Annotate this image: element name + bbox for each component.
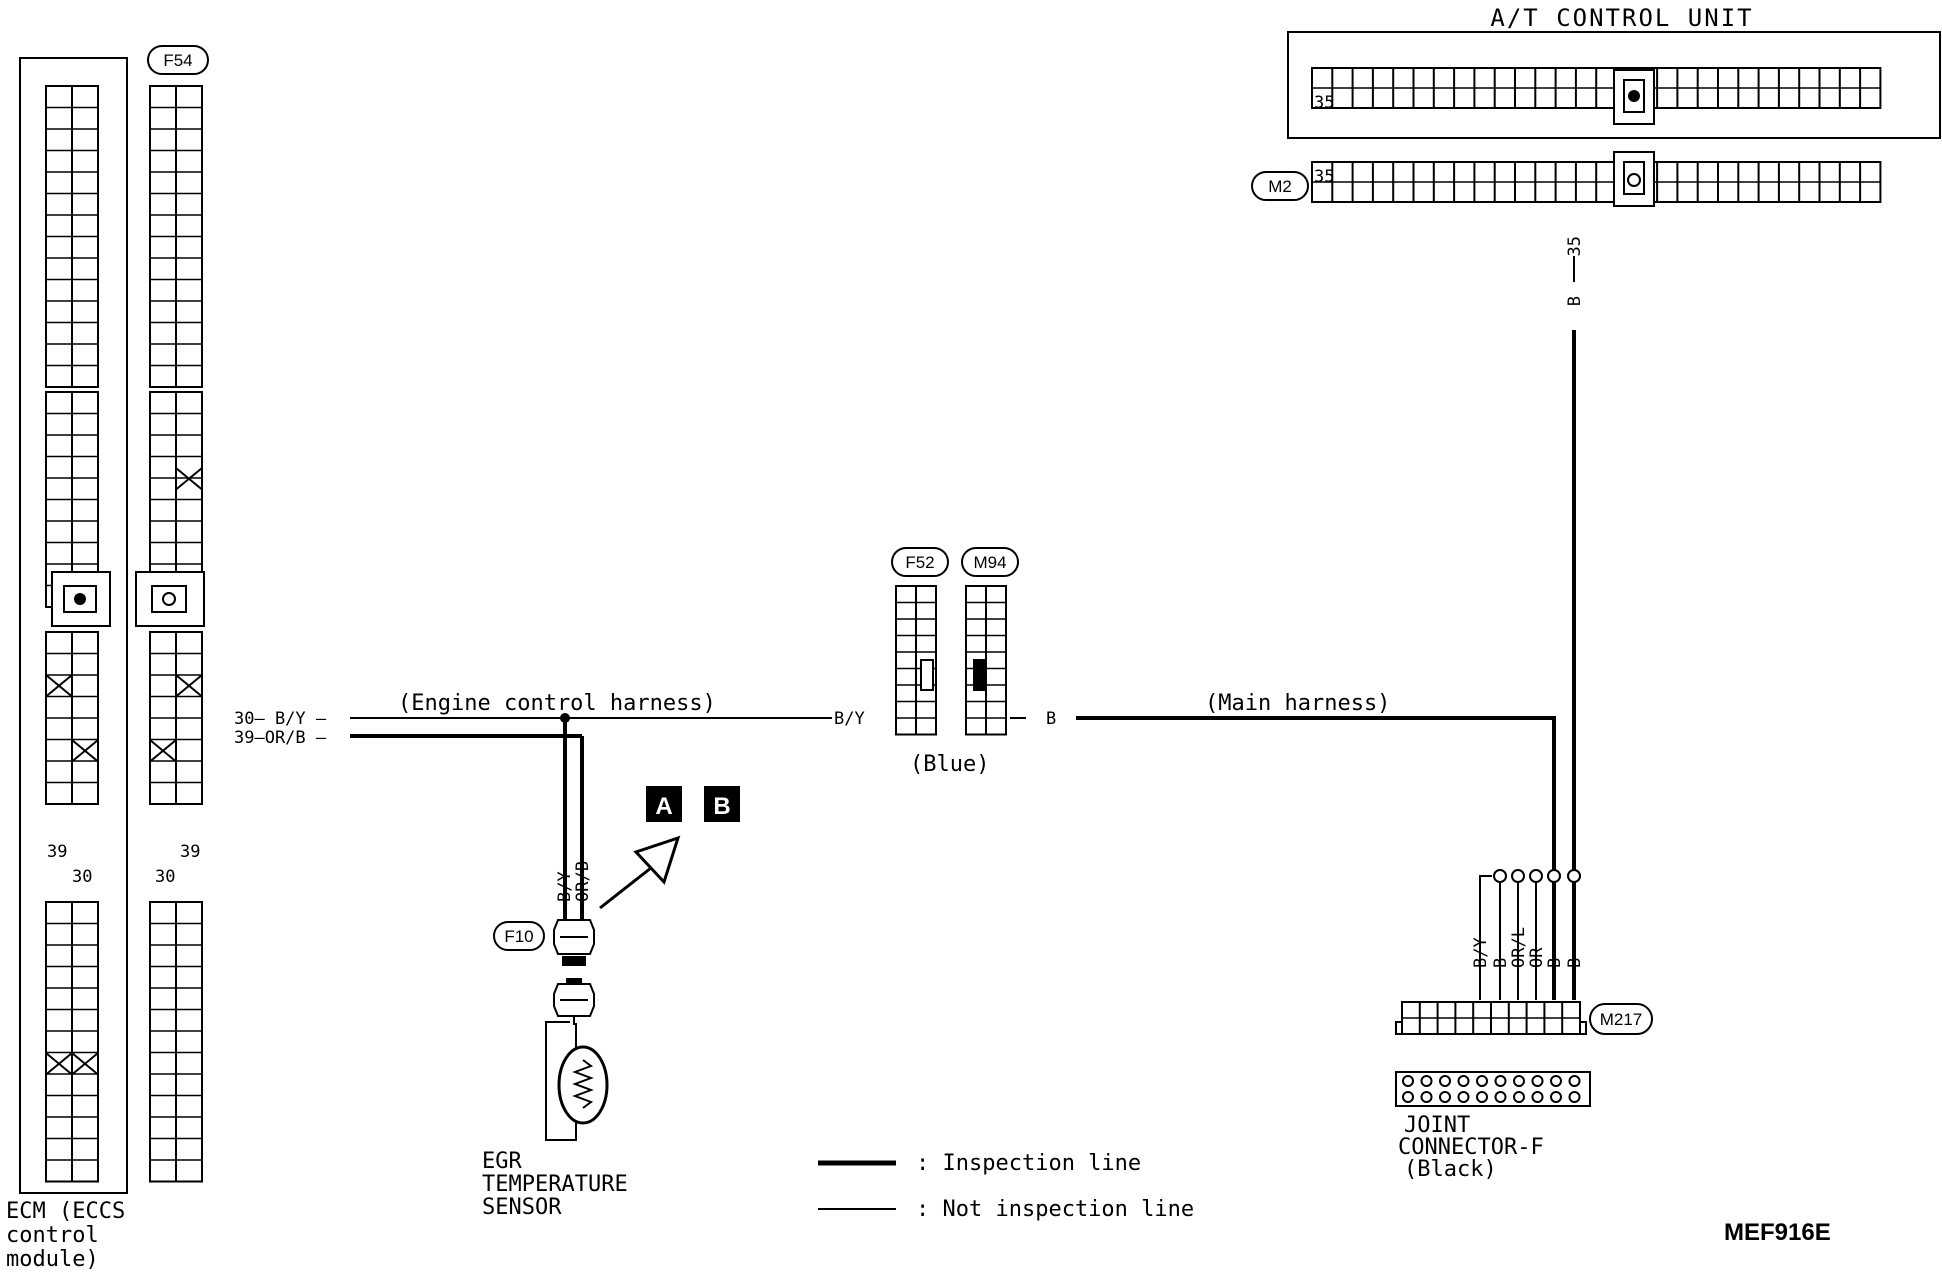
joint-wire-label: B [1565,958,1585,968]
joint-wire-label: OR/L [1509,927,1529,968]
at-unit-pin-35-marker [1628,90,1640,102]
ecm-connector: 39 30 ECM (ECCS control module) [6,57,128,1272]
f54-connector: F54 39 30 [135,45,209,1183]
joint-label-line-1: JOINT [1404,1113,1470,1138]
egr-label-line-3: SENSOR [482,1195,562,1220]
joint-label-line-2: CONNECTOR-F [1398,1135,1544,1160]
wire-30-by-label: 30— B/Y — [234,709,327,729]
ecm-label-line-2: control [6,1223,99,1248]
egr-thermistor-bulb [557,1045,609,1125]
m94-wire-label: B [1046,709,1056,729]
f54-pin-marker-open [162,592,176,606]
joint-splice-circle [1567,869,1581,883]
m2-pin-35-marker [1627,173,1641,187]
vertical-wire-color: B [1565,296,1585,306]
joint-splice-circle [1547,869,1561,883]
reference-arrow [599,835,681,910]
wire-39-orb-label: 39—OR/B — [234,728,327,748]
code-box-b-letter: B [713,793,730,820]
ecm-label-line-3: module) [6,1247,99,1272]
joint-splice-circle [1511,869,1525,883]
egr-wire-by-label: B/Y [555,871,575,902]
joint-wire-label: B [1491,958,1511,968]
m2-tag: M2 [1268,177,1292,196]
f54-pin-30-label: 30 [155,867,175,887]
m94-tag: M94 [973,553,1006,572]
m2-connector: M2 35 [1251,151,1882,207]
joint-wire-label: B [1545,958,1565,968]
egr-label-line-2: TEMPERATURE [482,1172,628,1197]
at-unit-pin-label: 35 [1314,93,1334,113]
legend: : Inspection line : Not inspection line [818,1151,1194,1222]
f52-wire-label: B/Y [834,709,865,729]
egr-resistor-zigzag [572,1059,594,1109]
m94-connector: M94 [961,547,1019,736]
vertical-wire-pin: 35 [1565,236,1585,256]
code-box-a: A [646,786,682,822]
engine-harness-label: (Engine control harness) [398,691,716,716]
egr-sensor: B/Y OR/B F10 EGR TEMPERATURE SENSOR [482,861,628,1220]
egr-wire-orb-label: OR/B [573,861,593,902]
m2-pin-label: 35 [1314,167,1334,187]
f54-tag: F54 [163,51,192,70]
joint-wire-label: B/Y [1471,937,1491,968]
legend-inspection-label: : Inspection line [916,1151,1141,1176]
joint-wire-label: OR [1527,947,1547,968]
diagram-reference-code: MEF916E [1724,1219,1831,1246]
f52-connector: F52 [891,547,949,736]
joint-wire-bundle [1479,869,1581,1000]
ecm-pin-30-label: 30 [72,867,92,887]
joint-splice-circle [1493,869,1507,883]
main-harness-label: (Main harness) [1205,691,1390,716]
m217-pin-grid [1401,1001,1581,1035]
connector-color-blue: (Blue) [910,752,989,777]
main-harness-wire [1076,716,1556,880]
at-control-unit: A/T CONTROL UNIT 35 [1287,4,1941,139]
egr-label-line-1: EGR [482,1149,522,1174]
code-box-b: B [704,786,740,822]
code-box-a-letter: A [655,793,672,820]
ecm-label-line-1: ECM (ECCS [6,1199,125,1224]
vertical-b-wire: 35 B [1565,236,1585,880]
f10-tag: F10 [504,927,533,946]
egr-sensor-body [545,1016,577,1141]
joint-label-line-3: (Black) [1404,1157,1497,1182]
ecm-pin-marker-filled [74,593,86,605]
joint-connector-body [1402,1075,1581,1103]
at-unit-title: A/T CONTROL UNIT [1490,4,1753,32]
joint-splice-circle [1529,869,1543,883]
at-unit-pin-grid [1311,67,1882,109]
m2-pin-grid [1311,161,1882,203]
ecm-pin-grid [45,85,99,1183]
splice-dot [560,713,570,723]
ecm-pin-39-label: 39 [47,842,67,862]
f52-tag: F52 [905,553,934,572]
m217-tag: M217 [1600,1010,1643,1029]
f54-pin-grid [149,85,203,1183]
legend-not-inspection-label: : Not inspection line [916,1197,1194,1222]
f54-pin-39-label: 39 [180,842,200,862]
